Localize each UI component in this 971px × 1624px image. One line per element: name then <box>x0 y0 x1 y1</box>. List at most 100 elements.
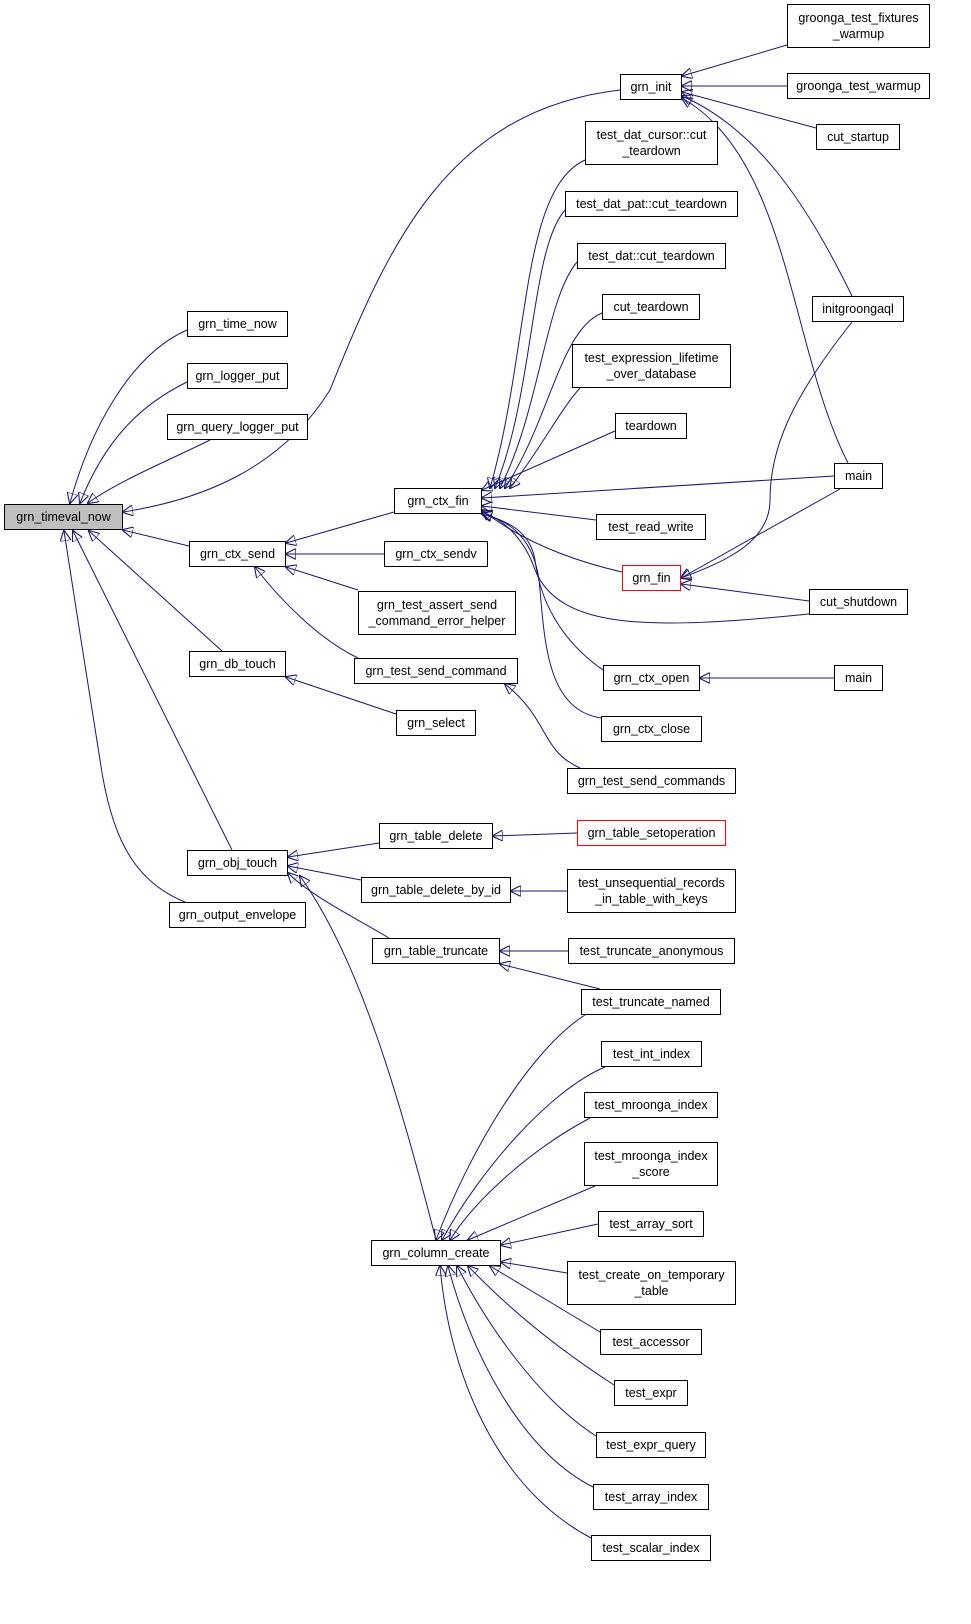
node-label: grn_timeval_now <box>16 509 111 525</box>
node-grn-obj-touch[interactable]: grn_obj_touch <box>187 850 288 876</box>
edge-test-expression-lifetime-over-database-to-grn-ctx-fin <box>510 387 581 488</box>
node-label-line: grn_ctx_fin <box>407 494 469 508</box>
node-grn-column-create[interactable]: grn_column_create <box>371 1240 501 1266</box>
node-grn-ctx-close[interactable]: grn_ctx_close <box>601 716 702 742</box>
node-grn-test-send-command[interactable]: grn_test_send_command <box>354 658 518 684</box>
node-label: test_expression_lifetime_over_database <box>584 350 718 382</box>
node-grn-table-truncate[interactable]: grn_table_truncate <box>372 938 500 964</box>
node-label-line: grn_ctx_sendv <box>395 547 477 561</box>
node-grn-ctx-open[interactable]: grn_ctx_open <box>603 665 700 691</box>
node-label: grn_query_logger_put <box>176 419 298 435</box>
node-groonga-test-fixtures-warmup[interactable]: groonga_test_fixtures_warmup <box>787 4 930 48</box>
node-label-line: groonga_test_warmup <box>796 79 921 93</box>
node-teardown[interactable]: teardown <box>615 413 687 439</box>
node-label-line: grn_table_delete <box>389 829 483 843</box>
node-label-line: test_dat_cursor::cut <box>596 128 707 142</box>
node-label-line: grn_table_truncate <box>383 944 489 958</box>
node-grn-table-delete-by-id[interactable]: grn_table_delete_by_id <box>361 877 511 903</box>
node-grn-fin[interactable]: grn_fin <box>622 565 681 591</box>
edge-test-array-sort-to-grn-column-create <box>501 1223 599 1245</box>
node-grn-db-touch[interactable]: grn_db_touch <box>189 651 286 677</box>
node-label-line: cut_teardown <box>613 300 689 314</box>
node-test-array-sort[interactable]: test_array_sort <box>598 1211 704 1237</box>
node-grn-table-delete[interactable]: grn_table_delete <box>379 823 493 849</box>
edge-groonga-test-fixtures-warmup-to-grn-init <box>682 44 788 76</box>
node-test-truncate-anonymous[interactable]: test_truncate_anonymous <box>568 938 735 964</box>
node-grn-output-envelope[interactable]: grn_output_envelope <box>169 902 306 928</box>
node-main-2[interactable]: main <box>834 665 883 691</box>
node-label: test_expr <box>625 1385 676 1401</box>
node-label-line: main <box>844 469 873 483</box>
edge-cut-shutdown-to-grn-fin <box>681 584 810 602</box>
node-test-int-index[interactable]: test_int_index <box>601 1041 702 1067</box>
edge-cut-startup-to-grn-init <box>682 92 817 129</box>
node-label-line: _command_error_helper <box>368 614 506 628</box>
node-label-line: grn_logger_put <box>195 369 280 383</box>
node-test-dat-cursor-cut-teardown[interactable]: test_dat_cursor::cut_teardown <box>585 121 718 165</box>
node-grn-ctx-sendv[interactable]: grn_ctx_sendv <box>384 541 488 567</box>
node-test-accessor[interactable]: test_accessor <box>600 1329 702 1355</box>
edge-grn-time-now-to-grn-timeval-now <box>70 329 188 503</box>
node-label-line: test_mroonga_index <box>594 1149 708 1163</box>
node-initgroongaql[interactable]: initgroongaql <box>812 296 904 322</box>
node-test-create-on-temporary-table[interactable]: test_create_on_temporary_table <box>567 1261 736 1305</box>
edge-cut-shutdown-to-grn-ctx-fin <box>482 512 810 624</box>
edge-test-dat-pat-cut-teardown-to-grn-ctx-fin <box>495 209 566 488</box>
node-label: grn_time_now <box>198 316 277 332</box>
node-label-line: teardown <box>625 419 677 433</box>
node-test-unsequential-records-in-table-with-keys[interactable]: test_unsequential_records_in_table_with_… <box>567 869 736 913</box>
node-test-array-index[interactable]: test_array_index <box>593 1484 709 1510</box>
edge-grn-test-send-command-to-grn-ctx-send <box>255 567 359 659</box>
node-test-dat-pat-cut-teardown[interactable]: test_dat_pat::cut_teardown <box>565 191 738 217</box>
edge-grn-db-touch-to-grn-timeval-now <box>89 531 223 652</box>
edge-initgroongaql-to-grn-fin <box>681 321 853 578</box>
edge-test-truncate-named-to-grn-table-truncate <box>500 964 601 990</box>
node-label-line: test_accessor <box>612 1335 690 1349</box>
edge-grn-test-send-commands-to-grn-test-send-command <box>505 684 581 769</box>
node-grn-test-send-commands[interactable]: grn_test_send_commands <box>567 768 736 794</box>
node-test-expr-query[interactable]: test_expr_query <box>596 1432 706 1458</box>
node-label: grn_ctx_open <box>614 670 690 686</box>
node-cut-shutdown[interactable]: cut_shutdown <box>809 589 908 615</box>
node-label: test_array_sort <box>609 1216 692 1232</box>
node-test-mroonga-index-score[interactable]: test_mroonga_index_score <box>584 1142 718 1186</box>
node-label-line: test_expr_query <box>606 1438 696 1452</box>
node-grn-logger-put[interactable]: grn_logger_put <box>187 363 288 389</box>
node-label: grn_test_send_command <box>365 663 506 679</box>
node-label: grn_table_delete_by_id <box>371 882 501 898</box>
node-grn-query-logger-put[interactable]: grn_query_logger_put <box>167 414 308 440</box>
node-label-line: grn_table_delete_by_id <box>371 883 501 897</box>
node-test-truncate-named[interactable]: test_truncate_named <box>581 989 721 1015</box>
node-label: teardown <box>625 418 676 434</box>
node-test-dat-cut-teardown[interactable]: test_dat::cut_teardown <box>577 243 726 269</box>
node-label: grn_ctx_sendv <box>395 546 476 562</box>
node-grn-ctx-send[interactable]: grn_ctx_send <box>189 541 286 567</box>
node-test-expression-lifetime-over-database[interactable]: test_expression_lifetime_over_database <box>572 344 731 388</box>
node-main-1[interactable]: main <box>834 463 883 489</box>
node-label-line: grn_fin <box>632 571 671 585</box>
node-cut-startup[interactable]: cut_startup <box>816 124 900 150</box>
node-test-read-write[interactable]: test_read_write <box>596 514 706 540</box>
node-grn-table-setoperation[interactable]: grn_table_setoperation <box>577 820 726 846</box>
node-label: grn_table_delete <box>389 828 482 844</box>
node-cut-teardown[interactable]: cut_teardown <box>602 294 700 320</box>
node-label-line: test_truncate_named <box>592 995 710 1009</box>
node-label: grn_test_assert_send_command_error_helpe… <box>369 597 506 629</box>
node-grn-init[interactable]: grn_init <box>620 74 682 100</box>
node-grn-time-now[interactable]: grn_time_now <box>187 311 288 337</box>
node-label-line: cut_shutdown <box>819 595 898 609</box>
edge-grn-ctx-close-to-grn-ctx-fin <box>482 514 602 719</box>
node-test-expr[interactable]: test_expr <box>614 1380 688 1406</box>
node-label-line: grn_time_now <box>198 317 277 331</box>
node-grn-test-assert-send-command-error-helper[interactable]: grn_test_assert_send_command_error_helpe… <box>358 591 516 635</box>
node-test-mroonga-index[interactable]: test_mroonga_index <box>584 1092 718 1118</box>
node-label-line: grn_ctx_send <box>199 547 276 561</box>
node-label: grn_db_touch <box>199 656 275 672</box>
edge-grn-ctx-open-to-grn-ctx-fin <box>482 514 604 671</box>
node-label-line: test_mroonga_index <box>594 1098 708 1112</box>
node-grn-select[interactable]: grn_select <box>396 710 476 736</box>
node-groonga-test-warmup[interactable]: groonga_test_warmup <box>787 73 930 99</box>
node-test-scalar-index[interactable]: test_scalar_index <box>591 1535 711 1561</box>
node-grn-ctx-fin[interactable]: grn_ctx_fin <box>394 488 482 514</box>
edge-test-scalar-index-to-grn-column-create <box>440 1266 592 1539</box>
